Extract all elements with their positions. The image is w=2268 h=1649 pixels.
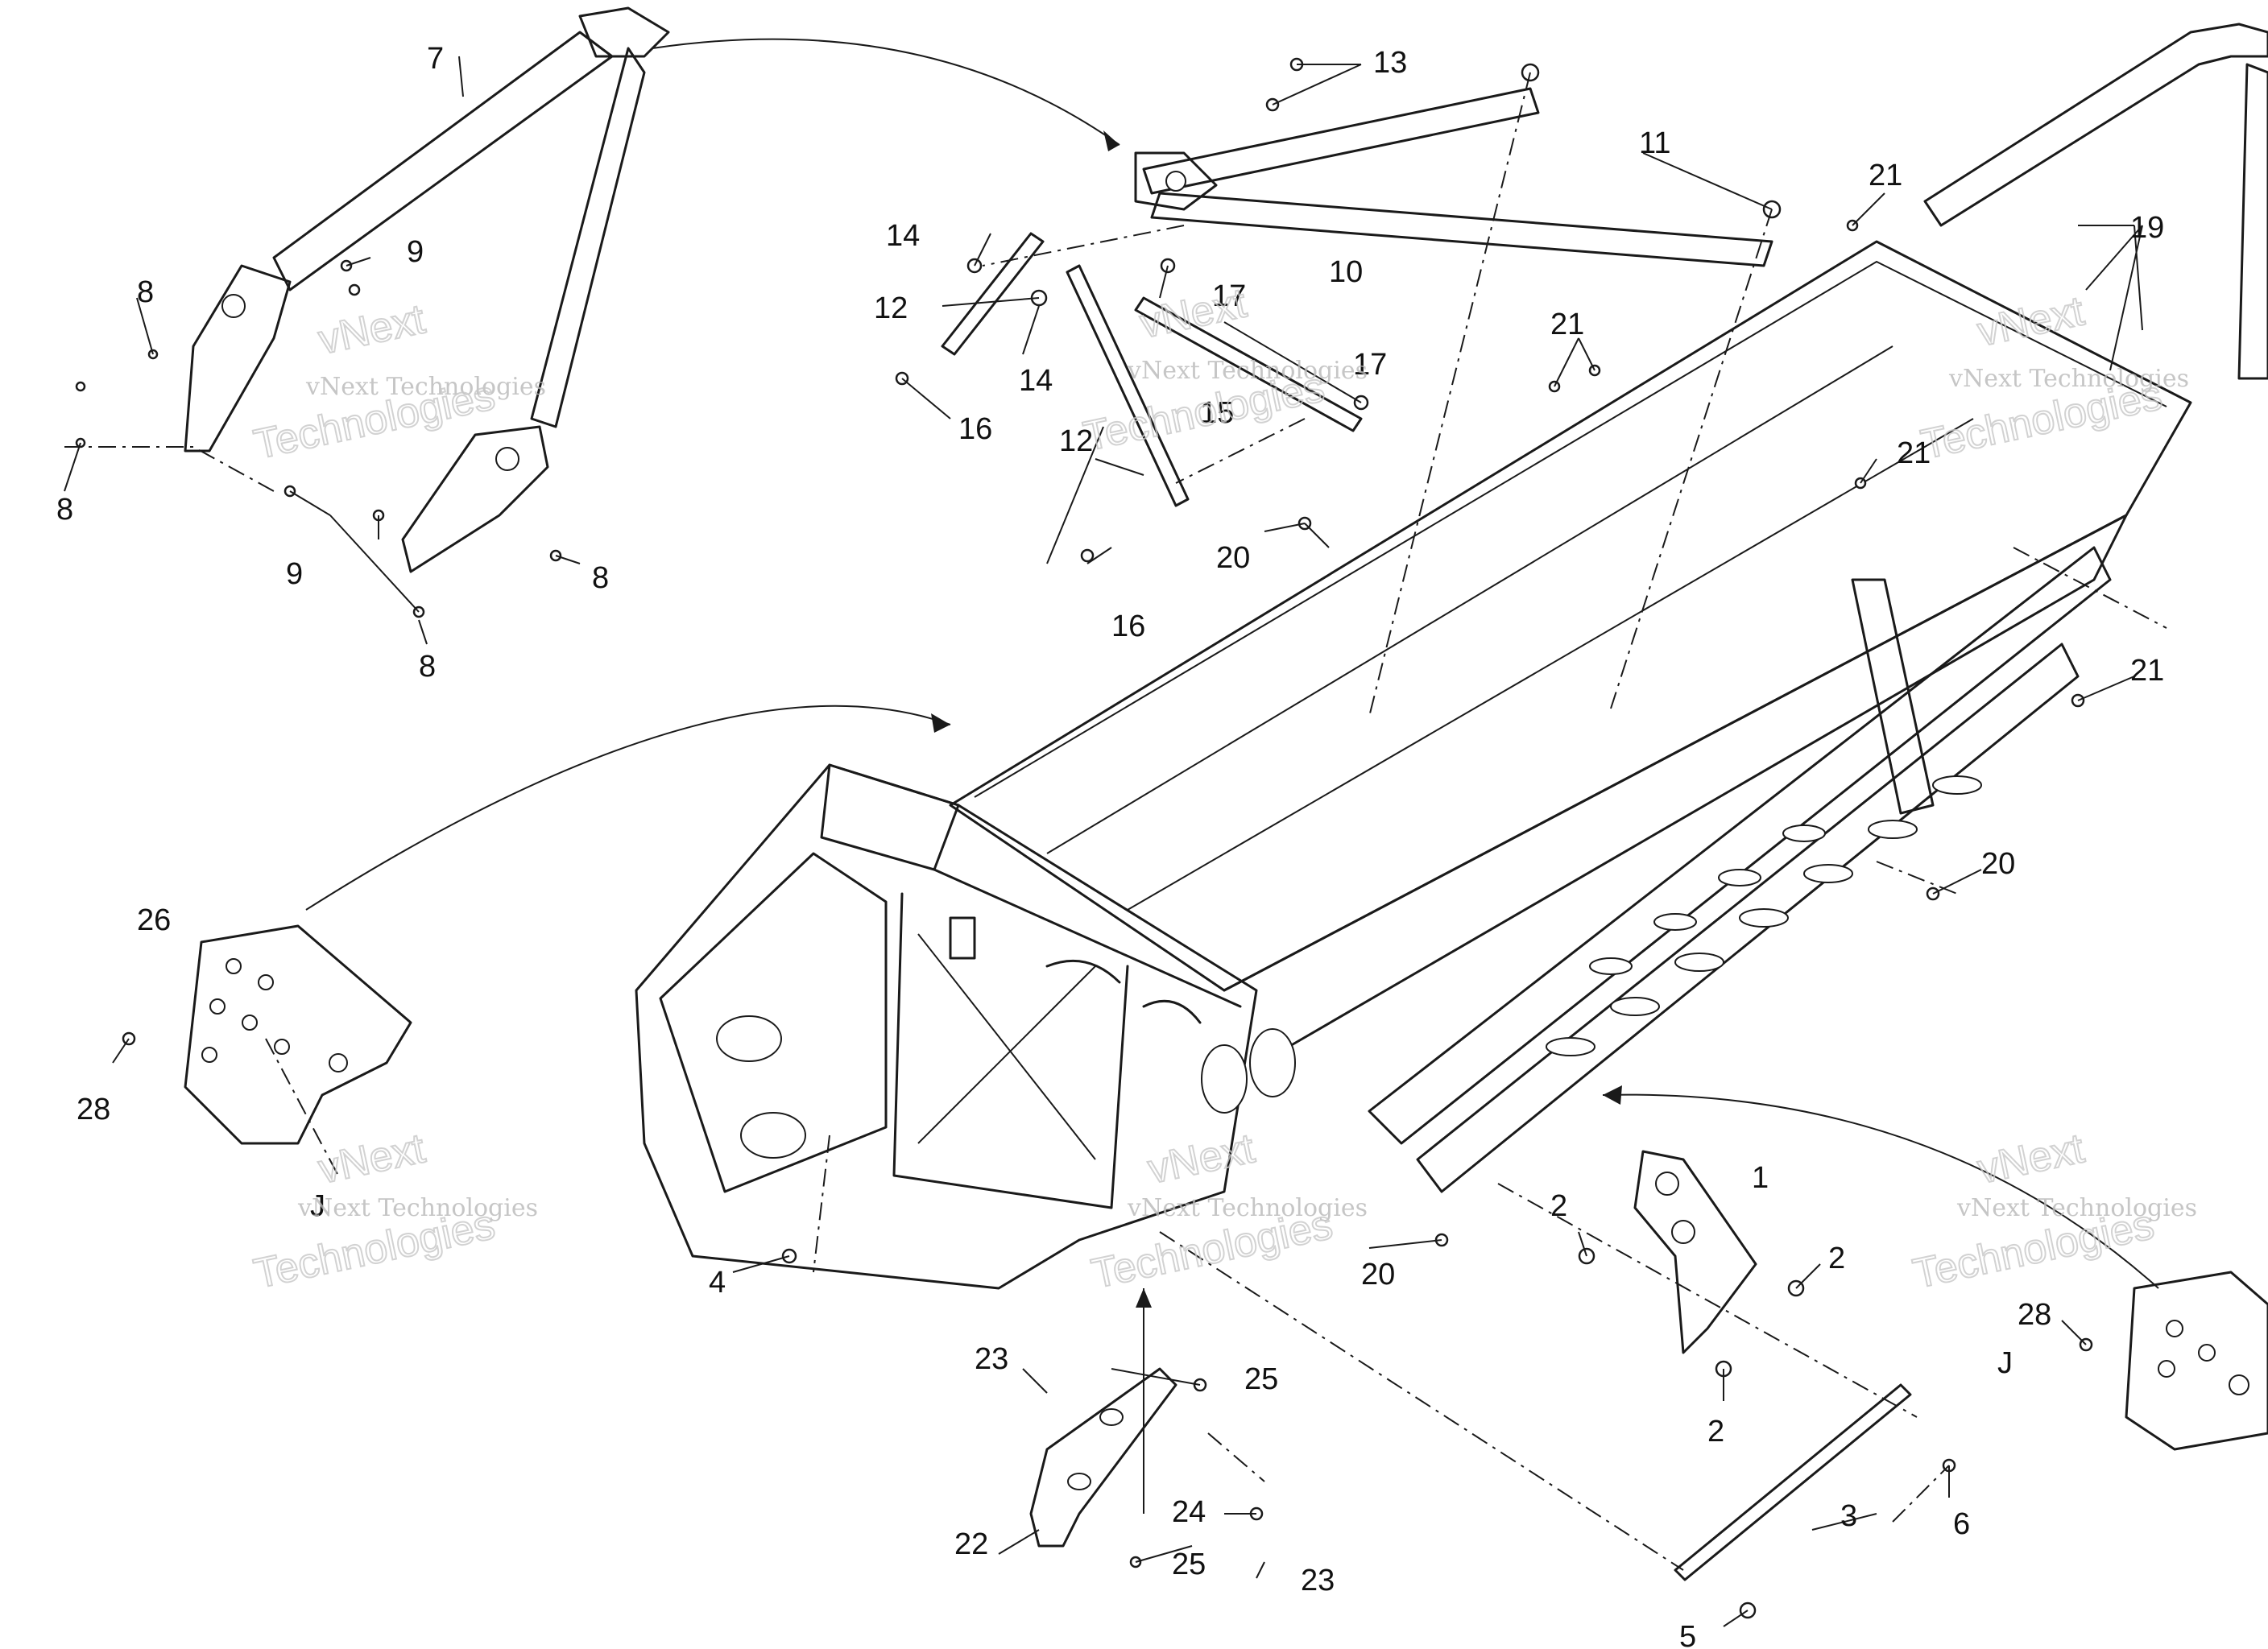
callout-22: 22 [954,1527,988,1561]
watermark-text: vNext Technologies [1127,1194,1368,1222]
callout-9: 9 [407,235,424,269]
watermark-text: vNext [314,1125,429,1192]
callout-3: 3 [1840,1499,1857,1533]
front-chassis [635,763,1296,1290]
callout-21: 21 [1897,436,1931,470]
running-board-slots [1546,775,1982,1056]
callout-12: 12 [1059,424,1093,458]
callout-20: 20 [1216,541,1250,575]
callout-26: 26 [137,903,171,937]
watermark-text: vNext Technologies [1956,1194,2197,1222]
column-support-10 [1134,87,1773,267]
callout-16: 16 [958,412,992,446]
callout-23: 23 [975,1342,1008,1376]
arrow-heads [931,130,1622,1308]
callout-9: 9 [286,557,303,591]
callout-8: 8 [419,650,436,684]
steering-support-7 [184,6,670,573]
callout-28: 28 [2018,1298,2051,1332]
callout-4: 4 [709,1266,726,1300]
callout-2: 2 [1550,1189,1567,1223]
rear-bumper-19 [1923,23,2268,380]
callout-20: 20 [1361,1258,1395,1292]
watermark-text: vNext Technologies [297,1194,538,1222]
watermark-text: vNext [1144,1125,1259,1192]
callout-8: 8 [137,275,154,309]
callout-2: 2 [1707,1415,1724,1449]
watermark-text: vNext [1973,1125,2088,1192]
callout-21: 21 [2130,654,2164,688]
callout-13: 13 [1373,46,1407,80]
callout-21: 21 [1869,159,1902,192]
callout-28: 28 [77,1093,110,1126]
callout-2: 2 [1828,1242,1845,1275]
watermark-text: vNext [314,295,429,363]
callout-15: 15 [1200,396,1234,430]
callout-J: J [1997,1346,2013,1380]
callout-20: 20 [1981,847,2015,881]
footrest-26 [184,924,412,1145]
footrest-right [2125,1271,2268,1451]
watermark-text: vNext Technologies [1948,365,2189,393]
watermarks: vNext Technologies vNext Technologies vN… [249,279,2197,1298]
shaft-3 [1674,1383,1912,1581]
callout-8: 8 [592,561,609,595]
watermark-text: vNext Technologies [1127,357,1368,385]
callout-25: 25 [1244,1362,1278,1396]
callout-19: 19 [2130,211,2164,245]
rods-12 [941,232,1363,507]
callout-12: 12 [874,291,908,325]
callout-17: 17 [1353,348,1387,382]
callout-8: 8 [56,493,73,527]
watermark-text: vNext [1136,279,1251,347]
callout-10: 10 [1329,255,1363,289]
callout-14: 14 [1019,364,1053,398]
callout-17: 17 [1212,279,1246,313]
frame-tunnel [949,240,2192,1193]
bracket-1 [1633,1150,1757,1354]
callout-6: 6 [1953,1507,1970,1541]
callout-16: 16 [1111,610,1145,643]
callout-23: 23 [1301,1564,1335,1597]
callout-24: 24 [1172,1495,1206,1529]
callout-25: 25 [1172,1548,1206,1581]
plate-22 [1029,1367,1177,1548]
callout-labels: 1 2 2 2 3 4 5 6 7 8 8 8 8 9 9 10 11 12 1… [56,42,2164,1649]
watermark-text: vNext Technologies [305,373,546,401]
callout-J: J [310,1189,325,1223]
callout-21: 21 [1550,308,1584,341]
leader-lines [64,38,2167,1627]
callout-14: 14 [886,219,920,253]
callout-1: 1 [1752,1161,1769,1195]
callout-7: 7 [427,42,444,76]
callout-11: 11 [1639,126,1670,160]
watermark-text: vNext [1973,287,2088,355]
callout-5: 5 [1679,1620,1696,1649]
